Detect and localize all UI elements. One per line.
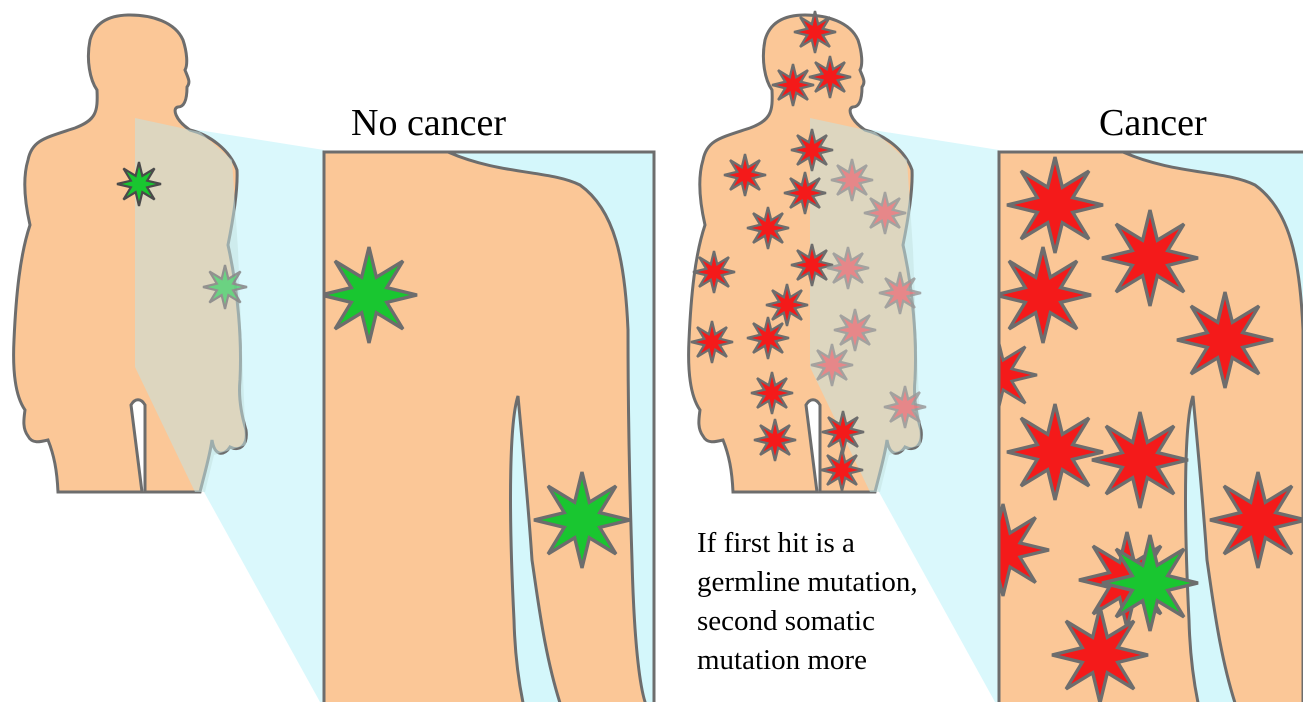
mutation-star-icon (1052, 607, 1148, 702)
caption-text: If first hit is a germline mutation, sec… (697, 524, 918, 680)
mutation-star-icon (693, 251, 735, 293)
mutation-star-icon (724, 154, 766, 196)
caption-line-2: germline mutation, (697, 563, 918, 602)
caption-line-4: mutation more (697, 641, 918, 680)
mutation-star-icon (827, 247, 869, 289)
mutation-star-icon (834, 309, 876, 351)
left-panel (14, 15, 654, 702)
mutation-star-icon (772, 64, 814, 106)
mutation-star-icon (879, 272, 921, 314)
caption-line-1: If first hit is a (697, 524, 918, 563)
left-magnified-mutation-star-icon-2 (534, 472, 630, 568)
left-magnified-box (321, 152, 654, 702)
mutation-star-icon (791, 244, 833, 286)
left-magnified-skin (324, 152, 650, 702)
mutation-star-icon (821, 449, 863, 491)
mutation-star-icon (831, 159, 873, 201)
mutation-star-icon (822, 411, 864, 453)
right-magnified-green-mutation-star-icon (1102, 535, 1198, 631)
mutation-star-icon (747, 207, 789, 249)
mutation-star-icon (809, 56, 851, 98)
mutation-star-icon (811, 344, 853, 386)
mutation-star-icon (1007, 157, 1103, 253)
no-cancer-title: No cancer (351, 101, 506, 145)
mutation-star-icon (791, 129, 833, 171)
mutation-star-icon (1102, 210, 1198, 306)
mutation-star-icon (747, 317, 789, 359)
mutation-star-icon (794, 11, 836, 53)
caption-line-3: second somatic (697, 602, 918, 641)
right-magnified-box (957, 152, 1303, 702)
mutation-star-icon (784, 172, 826, 214)
mutation-star-icon (1092, 412, 1188, 508)
mutation-star-icon (1210, 472, 1303, 568)
mutation-star-icon (995, 247, 1091, 343)
mutation-star-icon (1007, 404, 1103, 500)
mutation-star-icon (754, 419, 796, 461)
mutation-star-icon (691, 321, 733, 363)
left-body-mutation-star-icon-1 (117, 162, 161, 206)
cancer-title: Cancer (1099, 101, 1207, 145)
mutation-star-icon (1177, 292, 1273, 388)
mutation-star-icon (884, 386, 926, 428)
left-body-mutation-star-icon-2 (203, 265, 247, 309)
mutation-star-icon (751, 372, 793, 414)
mutation-star-icon (864, 192, 906, 234)
left-magnified-mutation-star-icon-1 (321, 247, 417, 343)
mutation-star-icon (766, 284, 808, 326)
